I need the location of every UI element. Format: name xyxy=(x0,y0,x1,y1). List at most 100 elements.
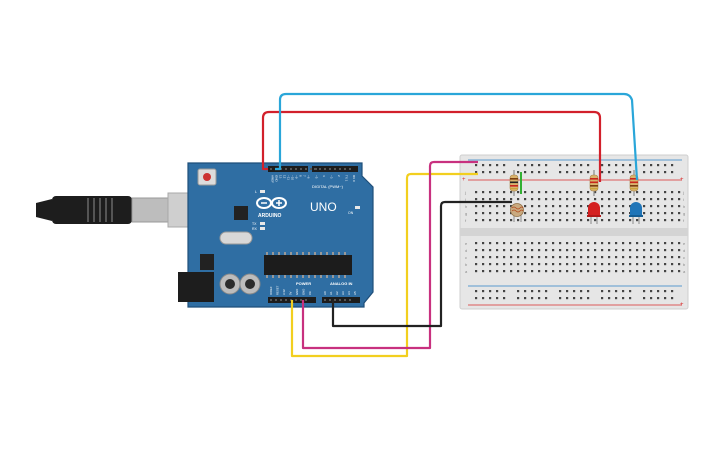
breadboard-hole[interactable] xyxy=(594,191,597,194)
breadboard-hole[interactable] xyxy=(601,242,604,245)
breadboard-hole[interactable] xyxy=(566,249,569,252)
breadboard-hole[interactable] xyxy=(496,297,499,300)
breadboard-hole[interactable] xyxy=(678,219,681,222)
breadboard-hole[interactable] xyxy=(573,219,576,222)
breadboard-hole[interactable] xyxy=(545,263,548,266)
breadboard-hole[interactable] xyxy=(559,249,562,252)
breadboard-hole[interactable] xyxy=(657,191,660,194)
breadboard-hole[interactable] xyxy=(538,205,541,208)
breadboard-hole[interactable] xyxy=(573,164,576,167)
breadboard-hole[interactable] xyxy=(587,297,590,300)
breadboard-hole[interactable] xyxy=(608,212,611,215)
breadboard-hole[interactable] xyxy=(678,263,681,266)
breadboard-hole[interactable] xyxy=(594,256,597,259)
breadboard-hole[interactable] xyxy=(489,219,492,222)
breadboard-hole[interactable] xyxy=(643,205,646,208)
breadboard-hole[interactable] xyxy=(510,198,513,201)
breadboard-hole[interactable] xyxy=(580,270,583,273)
breadboard-hole[interactable] xyxy=(629,249,632,252)
breadboard-hole[interactable] xyxy=(573,297,576,300)
breadboard-hole[interactable] xyxy=(580,191,583,194)
breadboard-hole[interactable] xyxy=(573,270,576,273)
breadboard-hole[interactable] xyxy=(475,171,478,174)
breadboard-hole[interactable] xyxy=(538,212,541,215)
breadboard-hole[interactable] xyxy=(475,290,478,293)
breadboard-hole[interactable] xyxy=(636,198,639,201)
breadboard-hole[interactable] xyxy=(671,242,674,245)
header-hole[interactable] xyxy=(270,299,272,301)
breadboard-hole[interactable] xyxy=(489,290,492,293)
breadboard-hole[interactable] xyxy=(489,198,492,201)
breadboard-hole[interactable] xyxy=(601,171,604,174)
breadboard-hole[interactable] xyxy=(489,263,492,266)
breadboard-hole[interactable] xyxy=(580,263,583,266)
breadboard-hole[interactable] xyxy=(531,297,534,300)
breadboard-hole[interactable] xyxy=(503,242,506,245)
breadboard-hole[interactable] xyxy=(629,297,632,300)
breadboard-hole[interactable] xyxy=(601,249,604,252)
header-hole[interactable] xyxy=(295,168,297,170)
header-hole[interactable] xyxy=(285,299,287,301)
breadboard-hole[interactable] xyxy=(573,290,576,293)
breadboard-hole[interactable] xyxy=(566,205,569,208)
breadboard-hole[interactable] xyxy=(524,256,527,259)
breadboard-hole[interactable] xyxy=(678,242,681,245)
breadboard-hole[interactable] xyxy=(566,297,569,300)
header-hole[interactable] xyxy=(310,168,312,170)
breadboard-hole[interactable] xyxy=(538,263,541,266)
breadboard-hole[interactable] xyxy=(636,219,639,222)
breadboard-hole[interactable] xyxy=(566,242,569,245)
breadboard-hole[interactable] xyxy=(503,205,506,208)
breadboard-hole[interactable] xyxy=(608,290,611,293)
breadboard-hole[interactable] xyxy=(615,270,618,273)
breadboard-hole[interactable] xyxy=(503,297,506,300)
breadboard-hole[interactable] xyxy=(545,270,548,273)
breadboard-hole[interactable] xyxy=(657,171,660,174)
breadboard-hole[interactable] xyxy=(608,164,611,167)
breadboard-hole[interactable] xyxy=(580,290,583,293)
header-hole[interactable] xyxy=(334,168,336,170)
breadboard-hole[interactable] xyxy=(664,191,667,194)
breadboard-hole[interactable] xyxy=(608,256,611,259)
breadboard-hole[interactable] xyxy=(531,205,534,208)
breadboard-hole[interactable] xyxy=(510,205,513,208)
breadboard-hole[interactable] xyxy=(615,171,618,174)
breadboard-hole[interactable] xyxy=(622,249,625,252)
breadboard-hole[interactable] xyxy=(482,256,485,259)
breadboard-hole[interactable] xyxy=(615,219,618,222)
breadboard-hole[interactable] xyxy=(545,205,548,208)
breadboard-hole[interactable] xyxy=(559,290,562,293)
breadboard-hole[interactable] xyxy=(524,297,527,300)
breadboard-hole[interactable] xyxy=(482,212,485,215)
breadboard-hole[interactable] xyxy=(650,212,653,215)
breadboard-hole[interactable] xyxy=(629,263,632,266)
header-hole[interactable] xyxy=(280,299,282,301)
breadboard-hole[interactable] xyxy=(545,249,548,252)
breadboard-hole[interactable] xyxy=(587,171,590,174)
breadboard-hole[interactable] xyxy=(531,219,534,222)
breadboard-hole[interactable] xyxy=(475,205,478,208)
header-hole[interactable] xyxy=(270,168,272,170)
blue-wire-pin13[interactable] xyxy=(275,92,639,181)
resistor-ldr[interactable] xyxy=(509,170,519,196)
breadboard-hole[interactable] xyxy=(524,198,527,201)
breadboard-hole[interactable] xyxy=(601,198,604,201)
breadboard-hole[interactable] xyxy=(552,249,555,252)
breadboard-hole[interactable] xyxy=(524,205,527,208)
breadboard-hole[interactable] xyxy=(524,249,527,252)
breadboard-hole[interactable] xyxy=(559,263,562,266)
breadboard-hole[interactable] xyxy=(538,270,541,273)
breadboard-hole[interactable] xyxy=(559,219,562,222)
breadboard-hole[interactable] xyxy=(552,256,555,259)
breadboard-hole[interactable] xyxy=(482,297,485,300)
breadboard-hole[interactable] xyxy=(601,297,604,300)
breadboard-hole[interactable] xyxy=(475,270,478,273)
breadboard-hole[interactable] xyxy=(671,198,674,201)
breadboard-hole[interactable] xyxy=(496,219,499,222)
breadboard-hole[interactable] xyxy=(524,171,527,174)
breadboard-hole[interactable] xyxy=(608,171,611,174)
breadboard-hole[interactable] xyxy=(622,263,625,266)
breadboard-hole[interactable] xyxy=(559,191,562,194)
